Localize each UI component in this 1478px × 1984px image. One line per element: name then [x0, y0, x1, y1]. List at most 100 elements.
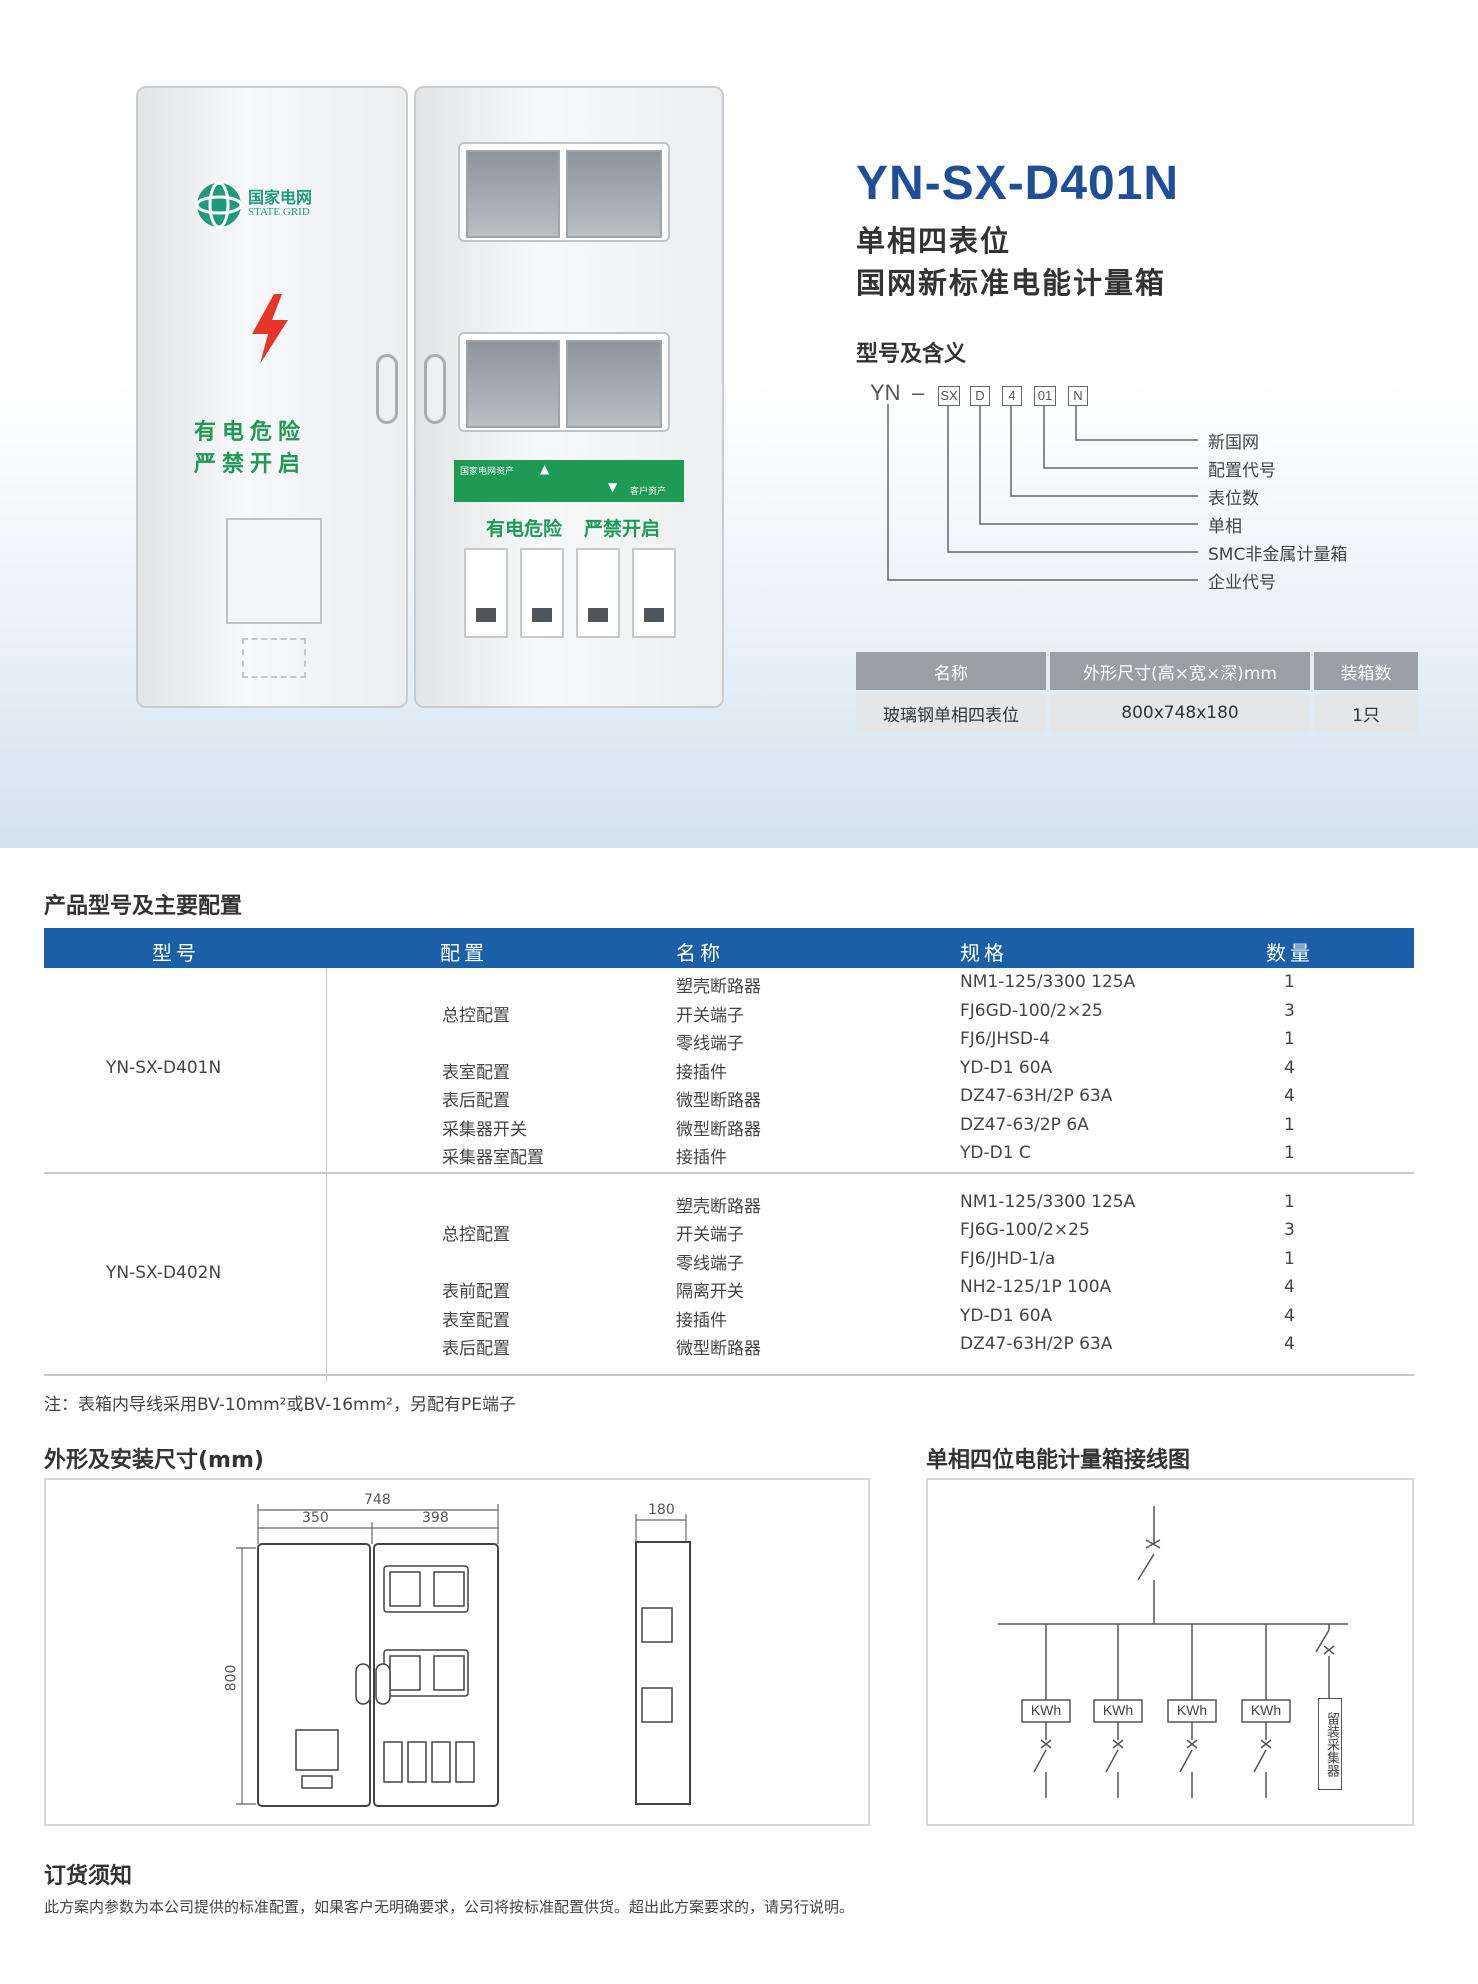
left-warning-2: 严禁开启: [194, 452, 307, 477]
right-warning-1: 有电危险: [486, 518, 563, 540]
config-header-spec: 规格: [960, 941, 1008, 965]
kwh-meter-label: KWh: [1102, 1702, 1134, 1718]
config-cell-spec: FJ6/JHD-1/a: [960, 1248, 1056, 1269]
code-box-n: N: [1068, 386, 1088, 406]
config-cell-name: 隔离开关: [676, 1282, 744, 1302]
config-header-name: 名称: [676, 941, 724, 965]
asset-strip: 国家电网资产 ▲ ▼ 客户资产: [454, 460, 684, 502]
config-cell-qty: 1: [1284, 1143, 1295, 1163]
spec-header-size: 外形尺寸(高×宽×深)mm: [1050, 652, 1310, 690]
right-door-handle: [424, 354, 446, 424]
config-cell-qty: 1: [1284, 1191, 1295, 1212]
arrow-down-icon: ▼: [608, 480, 618, 494]
config-cell-name: 零线端子: [676, 1253, 744, 1274]
config-cell-name: 微型断路器: [676, 1339, 761, 1359]
cabinet-right-door: [414, 86, 724, 708]
config-cell-qty: 4: [1284, 1334, 1295, 1354]
kwh-meter: [1021, 1699, 1071, 1723]
config-cell-config: 表后配置: [442, 1091, 510, 1111]
config-cell-qty: 3: [1284, 1220, 1295, 1240]
config-cell-config: 采集器室配置: [442, 1148, 544, 1168]
wiring-heading: 单相四位电能计量箱接线图: [926, 1448, 1191, 1473]
config-cell-qty: 1: [1284, 1248, 1295, 1269]
label-slot: [242, 638, 306, 678]
breaker-slot: [464, 548, 508, 638]
code-box-d: D: [970, 386, 990, 406]
cabinet-left-door: 国家电网 STATE GRID 有电危险 严禁开启: [136, 86, 408, 708]
config-cell-spec: FJ6G-100/2×25: [960, 1220, 1090, 1240]
dimension-drawing: [236, 1504, 691, 1807]
config-cell-name: 塑壳断路器: [676, 1196, 761, 1217]
meaning-label: 新国网: [1208, 433, 1259, 453]
dim-width-total: 748: [364, 1492, 391, 1508]
config-cell-name: 接插件: [676, 1310, 727, 1331]
config-table-header: 型号 配置 名称 规格 数量: [44, 928, 1414, 968]
config-cell-spec: NM1-125/3300 125A: [960, 972, 1136, 992]
config-cell-spec: YD-D1 60A: [960, 1057, 1053, 1078]
config-cell-qty: 4: [1284, 1086, 1295, 1106]
meaning-label: 企业代号: [1208, 573, 1276, 593]
right-warning-2: 严禁开启: [584, 518, 661, 540]
code-box-01: 01: [1034, 386, 1056, 406]
config-cell-config: 采集器开关: [442, 1119, 527, 1140]
config-cell-spec: DZ47-63H/2P 63A: [960, 1334, 1113, 1354]
config-cell-qty: 1: [1284, 1029, 1295, 1049]
config-cell-spec: YD-D1 C: [960, 1143, 1031, 1163]
kwh-meter: [1093, 1699, 1143, 1723]
config-cell-spec: NM1-125/3300 125A: [960, 1191, 1136, 1212]
config-cell-name: 开关端子: [676, 1005, 744, 1026]
config-cell-qty: 4: [1284, 1305, 1295, 1326]
logo-en: STATE GRID: [248, 206, 310, 218]
left-warning-1: 有电危险: [194, 420, 307, 445]
spec-header-name: 名称: [856, 652, 1046, 690]
config-cell-config: 表室配置: [442, 1310, 510, 1331]
config-cell-name: 接插件: [676, 1148, 727, 1168]
config-cell-spec: NH2-125/1P 100A: [960, 1277, 1112, 1297]
spec-table: 名称 外形尺寸(高×宽×深)mm 装箱数 玻璃钢单相四表位 800x748x18…: [852, 648, 1422, 736]
logo-cn: 国家电网: [248, 188, 313, 207]
spec-cell-name: 玻璃钢单相四表位: [856, 694, 1046, 732]
order-text: 此方案内参数为本公司提供的标准配置，如果客户无明确要求，公司将按标准配置供货。超…: [44, 1898, 855, 1916]
meaning-label: 配置代号: [1208, 461, 1276, 481]
strip-customer-asset: 客户资产: [630, 487, 667, 497]
kwh-meter: [1241, 1699, 1291, 1723]
spec-header-count: 装箱数: [1314, 652, 1418, 690]
kwh-meter-label: KWh: [1250, 1702, 1282, 1718]
config-cell-config: 表后配置: [442, 1339, 510, 1359]
config-header-model: 型号: [152, 941, 200, 965]
product-subtitle-2: 国网新标准电能计量箱: [856, 266, 1167, 300]
dim-width-left: 350: [302, 1510, 329, 1526]
config-model-cell: YN-SX-D402N: [106, 1262, 222, 1283]
group-divider: [44, 1172, 1414, 1174]
config-cell-name: 微型断路器: [676, 1119, 761, 1140]
code-box-4: 4: [1002, 386, 1022, 406]
config-cell-name: 接插件: [676, 1062, 727, 1083]
meaning-heading: 型号及含义: [856, 342, 967, 367]
config-cell-config: 总控配置: [442, 1225, 510, 1245]
spec-cell-count: 1只: [1314, 694, 1418, 732]
code-dash: –: [912, 380, 925, 405]
config-cell-config: 表室配置: [442, 1062, 510, 1083]
lightning-icon: [252, 294, 288, 364]
meter-window-top: [458, 142, 670, 242]
config-header-qty: 数量: [1266, 941, 1314, 965]
order-heading: 订货须知: [44, 1864, 133, 1889]
breaker-slot: [576, 548, 620, 638]
config-heading: 产品型号及主要配置: [44, 894, 243, 919]
config-cell-qty: 4: [1284, 1277, 1295, 1297]
meter-cabinet-photo: 国家电网 STATE GRID 有电危险 严禁开启 国家电网资产 ▲ ▼ 客户资…: [136, 86, 724, 708]
config-cell-spec: DZ47-63/2P 6A: [960, 1114, 1089, 1135]
config-header-config: 配置: [440, 941, 488, 965]
config-cell-name: 零线端子: [676, 1034, 744, 1054]
code-box-sx: SX: [938, 386, 960, 406]
product-model-title: YN-SX-D401N: [856, 157, 1180, 210]
meter-window-bottom: [458, 332, 670, 432]
config-cell-qty: 1: [1284, 1114, 1295, 1135]
column-divider: [326, 968, 327, 1382]
kwh-meter-label: KWh: [1176, 1702, 1208, 1718]
table-bottom-line: [44, 1374, 1414, 1376]
breaker-slot: [632, 548, 676, 638]
config-cell-qty: 4: [1284, 1057, 1295, 1078]
dim-height: 800: [223, 1664, 240, 1692]
state-grid-logo-icon: [195, 181, 243, 229]
